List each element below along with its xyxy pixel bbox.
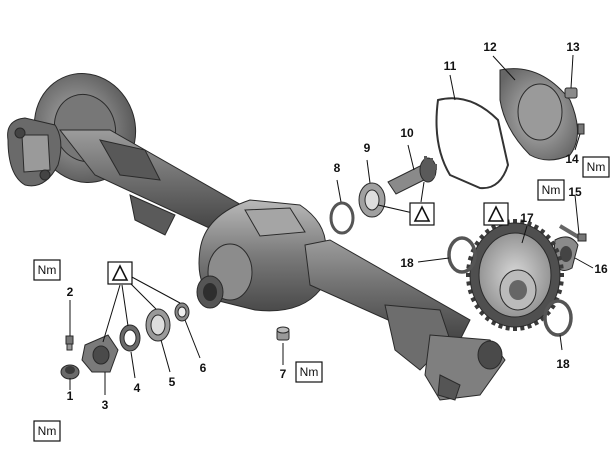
- warning-box-4-5-6: [107, 261, 133, 285]
- triangle-in-square-icon: [487, 205, 505, 222]
- warning-box-17: [483, 202, 509, 226]
- callout-15: 15: [568, 185, 582, 199]
- differential-housing: [196, 199, 327, 312]
- ring-gear-tooth: [559, 264, 564, 269]
- part-13-plug: [564, 87, 578, 99]
- leader-lines: [69, 54, 594, 395]
- ring-gear-tooth: [513, 327, 517, 331]
- torque-label: Nm: [300, 365, 319, 379]
- callout-13: 13: [566, 40, 580, 54]
- part-11-gasket: [435, 97, 510, 190]
- torque-label: Nm: [587, 160, 606, 174]
- part-3-flange: [81, 334, 119, 373]
- part-7-plug: [276, 326, 290, 341]
- part-15-bolt: [558, 224, 587, 242]
- torque-label: Nm: [542, 183, 561, 197]
- callout-4: 4: [134, 381, 141, 395]
- ring-gear-tooth: [466, 281, 471, 286]
- callout-2: 2: [67, 285, 74, 299]
- torque-box-15: Nm: [537, 179, 565, 201]
- callout-11: 11: [444, 59, 457, 73]
- callout-17: 17: [520, 211, 534, 225]
- callout-9: 9: [364, 141, 371, 155]
- torque-box-7: Nm: [295, 361, 323, 383]
- part-8-shim: [329, 201, 355, 235]
- part-12-cover: [499, 68, 578, 161]
- torque-label: Nm: [38, 424, 57, 438]
- callout-12: 12: [483, 40, 497, 54]
- part-9-bearing: [358, 182, 386, 218]
- brake-caliper: [7, 117, 62, 187]
- callout-labels: 1 2 3 4 5 6 7 8 9 10 11 12 13 14 15 16 1…: [67, 40, 608, 412]
- part-2-bolt: [65, 335, 74, 351]
- part-18-shim-upper: [447, 236, 477, 274]
- right-hub-bracket: [384, 304, 506, 401]
- callout-16: 16: [594, 262, 608, 276]
- callout-6: 6: [200, 361, 207, 375]
- triangle-in-square-icon: [413, 205, 431, 222]
- pinion-teeth: [424, 156, 437, 178]
- callout-18: 18: [556, 357, 570, 371]
- callout-1: 1: [67, 389, 74, 403]
- warning-box-9-10: [409, 202, 435, 226]
- part-10-pinion: [387, 156, 437, 195]
- torque-box-1: Nm: [33, 420, 61, 442]
- part-18-shim-lower: [543, 299, 573, 337]
- part-4-seal: [119, 324, 141, 352]
- torque-box-14: Nm: [582, 156, 610, 178]
- callout-7: 7: [280, 367, 287, 381]
- ring-gear-tooth: [513, 219, 517, 223]
- callout-5: 5: [169, 375, 176, 389]
- torque-box-2: Nm: [33, 259, 61, 281]
- callout-14: 14: [565, 152, 579, 166]
- part-16-bearing-cap: [552, 236, 579, 271]
- left-axle-tube: [58, 129, 251, 241]
- triangle-in-square-icon: [111, 264, 129, 281]
- part-5-bearing: [145, 308, 171, 342]
- callout-10: 10: [400, 126, 414, 140]
- ring-gear-tooth: [520, 326, 525, 331]
- ring-gear-tooth: [520, 219, 525, 224]
- part-17-ring-gear: [466, 219, 564, 331]
- ring-gear-tooth: [560, 273, 564, 277]
- part-14-bolt: [577, 123, 585, 135]
- callout-3: 3: [102, 398, 109, 412]
- ring-gear-tooth: [559, 281, 564, 286]
- torque-label: Nm: [38, 263, 57, 277]
- callout-8: 8: [334, 161, 341, 175]
- ring-gear-tooth: [505, 326, 510, 331]
- callout-18: 18: [400, 256, 414, 270]
- part-1-nut: [60, 364, 80, 380]
- ring-gear-tooth: [466, 273, 470, 277]
- part-6-race: [174, 302, 190, 322]
